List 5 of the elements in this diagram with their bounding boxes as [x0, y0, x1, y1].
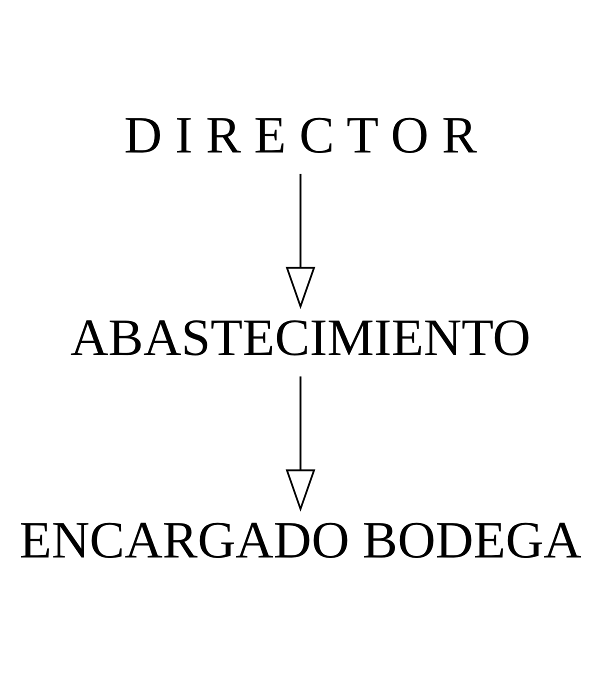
arrow — [286, 376, 316, 512]
node-text: ABASTECIMIENTO — [70, 308, 531, 366]
node-text: ENCARGADO BODEGA — [20, 510, 582, 569]
arrow — [286, 173, 316, 309]
node-text: D I R E C T O R — [124, 106, 477, 164]
